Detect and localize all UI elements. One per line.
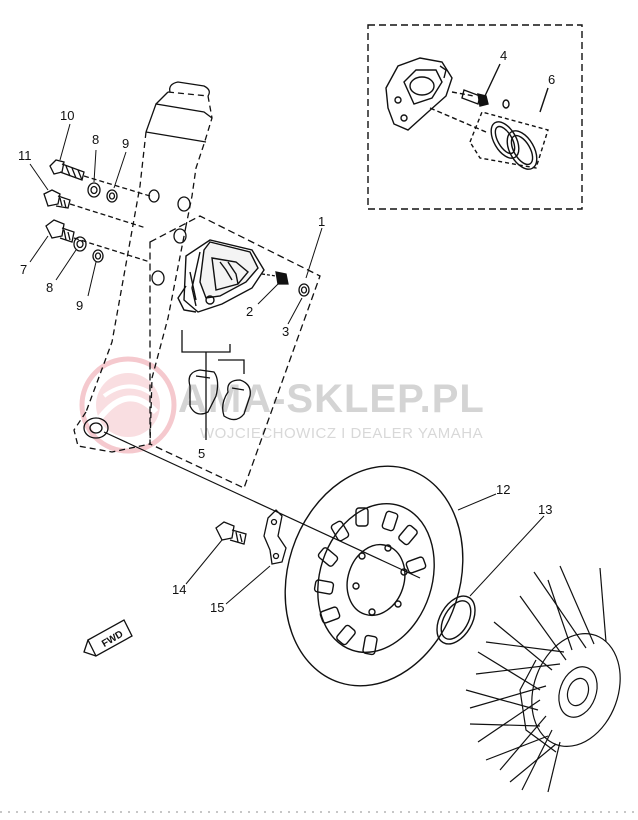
inset-frame: [367, 24, 583, 210]
disc-vent-slots: [313, 507, 427, 656]
callout-5: 5: [198, 446, 205, 461]
callout-15: 15: [210, 600, 224, 615]
callout-numbers: 1 2 3 4 5 6 7 8 8 9 9 10 11 12 13 14 15: [18, 48, 555, 615]
disc-fasteners: [215, 509, 287, 565]
axle-line: [103, 431, 421, 579]
piston-seal-kit: [429, 87, 549, 170]
callout-2: 2: [246, 304, 253, 319]
caliper-assembly-frame: [149, 215, 321, 489]
caliper-bleed-parts: [261, 271, 310, 297]
hub-o-ring: [436, 595, 476, 645]
inset-caliper-body: [385, 57, 453, 131]
watermark: AMA-SKLEP.PL WOJCIECHOWICZ I DEALER YAMA…: [79, 356, 484, 454]
callout-4: 4: [500, 48, 507, 63]
brake-pad-kit: [181, 330, 251, 440]
disc-bolt-holes: [352, 544, 408, 616]
callout-8-upper: 8: [92, 132, 99, 147]
watermark-logo: [79, 356, 177, 454]
callout-11: 11: [18, 148, 32, 163]
callout-9-lower: 9: [76, 298, 83, 313]
front-wheel-hub: [465, 565, 621, 793]
bleed-screw: [451, 63, 501, 107]
brake-caliper: [177, 239, 265, 313]
callout-12: 12: [496, 482, 510, 497]
callout-13: 13: [538, 502, 552, 517]
watermark-subtitle: WOJCIECHOWICZ I DEALER YAMAHA: [200, 425, 483, 442]
mounting-bolts: [43, 159, 151, 263]
wheel-spokes: [465, 565, 607, 793]
inset-caliper-seal-kit: [367, 24, 583, 210]
leader-lines: [29, 123, 545, 605]
callout-8-lower: 8: [46, 280, 53, 295]
forward-direction-arrow: FWD: [83, 619, 133, 657]
front-fork-leg: [73, 81, 213, 453]
callout-3: 3: [282, 324, 289, 339]
brake-disc: [284, 465, 464, 687]
callout-6: 6: [548, 72, 555, 87]
callout-14: 14: [172, 582, 186, 597]
callout-1: 1: [318, 214, 325, 229]
callout-7: 7: [20, 262, 27, 277]
callout-10: 10: [60, 108, 74, 123]
callout-9-upper: 9: [122, 136, 129, 151]
